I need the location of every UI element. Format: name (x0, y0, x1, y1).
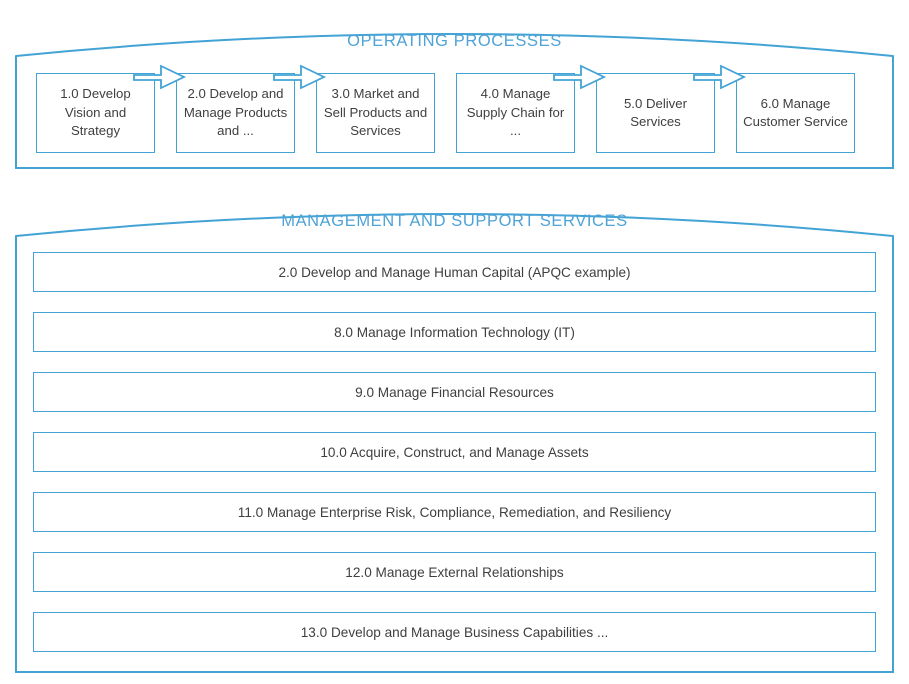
process-box-4[interactable]: 4.0 Manage Supply Chain for ... (456, 73, 575, 153)
support-bar-4-label: 10.0 Acquire, Construct, and Manage Asse… (320, 444, 589, 460)
support-bar-2[interactable]: 8.0 Manage Information Technology (IT) (33, 312, 876, 352)
process-box-2[interactable]: 2.0 Develop and Manage Products and ... (176, 73, 295, 153)
process-box-2-label: 2.0 Develop and Manage Products and ... (183, 86, 288, 139)
support-bar-3-label: 9.0 Manage Financial Resources (355, 384, 554, 400)
support-bar-3[interactable]: 9.0 Manage Financial Resources (33, 372, 876, 412)
arrow-box2-to-box3 (273, 64, 327, 90)
process-box-1[interactable]: 1.0 Develop Vision and Strategy (36, 73, 155, 153)
arrow-box4-to-box5 (553, 64, 607, 90)
support-bar-5[interactable]: 11.0 Manage Enterprise Risk, Compliance,… (33, 492, 876, 532)
support-bar-6-label: 12.0 Manage External Relationships (345, 564, 564, 580)
support-bar-7[interactable]: 13.0 Develop and Manage Business Capabil… (33, 612, 876, 652)
support-bar-6[interactable]: 12.0 Manage External Relationships (33, 552, 876, 592)
process-box-3[interactable]: 3.0 Market and Sell Products and Service… (316, 73, 435, 153)
arrow-box1-to-box2 (133, 64, 187, 90)
process-box-1-label: 1.0 Develop Vision and Strategy (60, 86, 131, 139)
process-box-3-label: 3.0 Market and Sell Products and Service… (323, 86, 428, 139)
support-bar-1-label: 2.0 Develop and Manage Human Capital (AP… (278, 264, 631, 280)
support-bar-1[interactable]: 2.0 Develop and Manage Human Capital (AP… (33, 252, 876, 292)
support-bar-5-label: 11.0 Manage Enterprise Risk, Compliance,… (237, 504, 672, 520)
arrow-box5-to-box6 (693, 64, 747, 90)
process-box-5-label: 5.0 Deliver Services (623, 95, 688, 130)
support-bar-7-label: 13.0 Develop and Manage Business Capabil… (300, 624, 609, 640)
process-box-5[interactable]: 5.0 Deliver Services (596, 73, 715, 153)
process-box-6[interactable]: 6.0 Manage Customer Service (736, 73, 855, 153)
process-box-4-label: 4.0 Manage Supply Chain for ... (466, 86, 565, 139)
process-box-6-label: 6.0 Manage Customer Service (743, 95, 848, 130)
support-bar-2-label: 8.0 Manage Information Technology (IT) (334, 324, 575, 340)
support-bar-4[interactable]: 10.0 Acquire, Construct, and Manage Asse… (33, 432, 876, 472)
